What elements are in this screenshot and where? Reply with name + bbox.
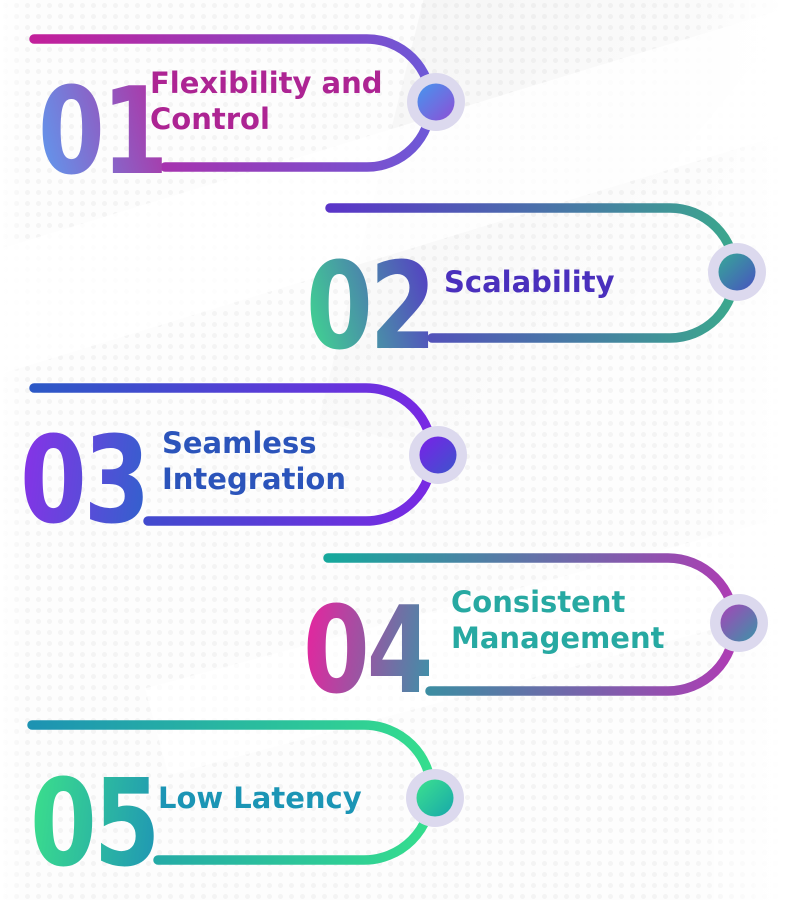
step-3-marker-dot-icon bbox=[419, 436, 457, 474]
step-4-marker bbox=[710, 594, 768, 652]
step-1-number: 01 bbox=[38, 63, 168, 202]
step-2-marker-dot-icon bbox=[718, 253, 756, 291]
step-4-title: Consistent Management bbox=[451, 585, 665, 655]
step-3-number: 03 bbox=[20, 412, 150, 551]
step-2-marker bbox=[708, 243, 766, 301]
step-4-number: 04 bbox=[303, 582, 433, 721]
step-5-title: Low Latency bbox=[158, 781, 362, 815]
step-3-marker bbox=[409, 426, 467, 484]
step-5-marker-dot-icon bbox=[416, 779, 454, 817]
step-1-title: Flexibility and Control bbox=[150, 66, 383, 136]
step-2-title: Scalability bbox=[444, 265, 615, 299]
step-1-marker-dot-icon bbox=[417, 83, 455, 121]
step-4-marker-dot-icon bbox=[720, 604, 758, 642]
step-2-number: 02 bbox=[306, 238, 436, 377]
step-1-marker bbox=[407, 73, 465, 131]
step-5-number: 05 bbox=[30, 755, 160, 894]
step-3-title: Seamless Integration bbox=[162, 426, 346, 496]
step-5-marker bbox=[406, 769, 464, 827]
